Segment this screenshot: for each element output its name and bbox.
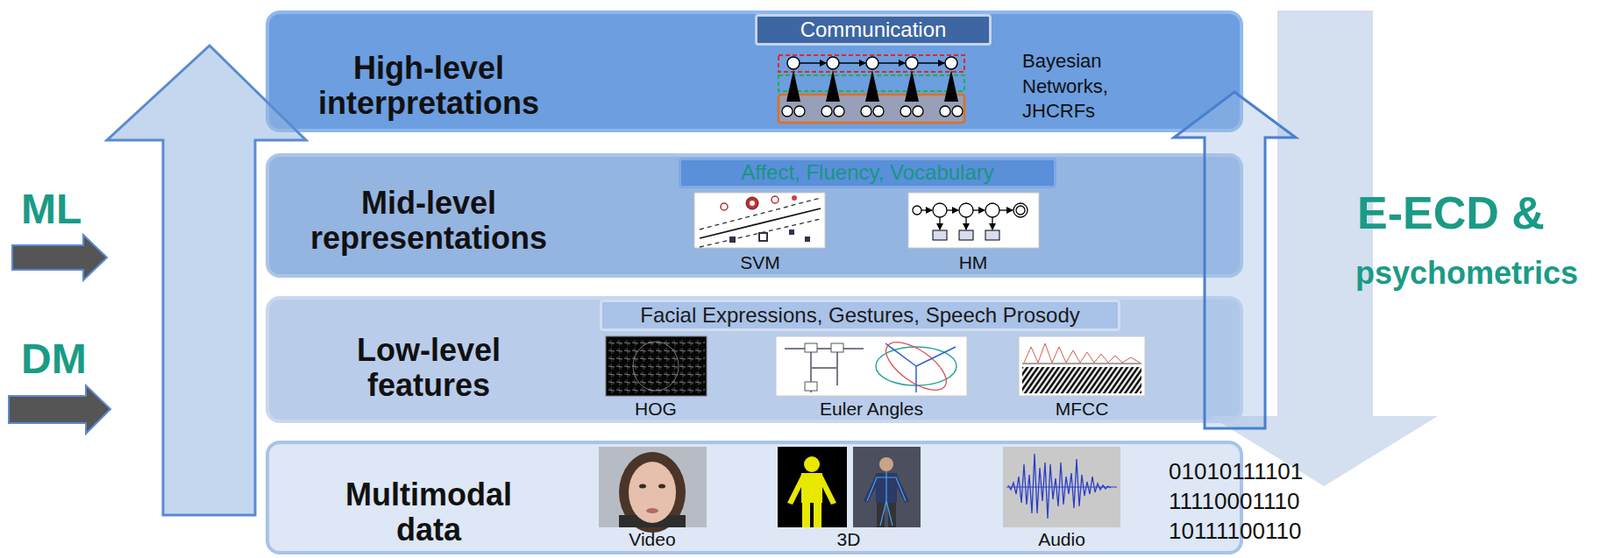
framework-label: psychometrics [1355,255,1579,292]
layer-tab: Communication [754,14,992,46]
layer-topic: Affect, Fluency, Vocabulary [740,161,995,185]
method-label: ML [21,184,82,234]
figure-caption: SVM [681,252,840,274]
layer-title: Low-level features [297,333,561,405]
hidden-model-figure [908,192,1039,249]
layer-title: Multimodal data [327,477,530,549]
mfcc-figure [1018,336,1145,397]
hog-figure [605,336,707,397]
layer-title: High-level interpretations [297,50,561,122]
euler-angles-figure [775,333,968,399]
figure-caption: 3D [769,529,928,551]
figure-caption: Audio [982,529,1141,551]
audio-figure [1002,447,1121,528]
figure-caption: Euler Angles [792,398,951,420]
figure-caption: HOG [576,398,735,420]
layer-tab: Affect, Fluency, Vocabulary [678,157,1057,189]
framework-label: E-ECD & [1357,187,1545,241]
evidence-arrow [1173,92,1296,429]
binary-data: 10111100110 [1168,519,1302,546]
binary-data: 11110001110 [1168,489,1300,516]
dm-arrow [8,385,111,434]
bayesian-network-figure [778,55,965,123]
ml-dm-arrow [106,45,306,516]
video-figure [598,447,707,534]
model-label: Bayesian Networks, JHCRFs [1022,49,1126,125]
ml-arrow [12,234,107,281]
layer-topic: Communication [800,18,947,42]
layer-title: Mid-level representations [297,185,561,257]
depth-figure [777,447,921,528]
binary-data: 01010111101 [1168,459,1303,486]
method-label: DM [21,334,87,384]
svm-figure [694,192,825,249]
layer-topic: Facial Expressions, Gestures, Speech Pro… [640,304,1081,328]
figure-caption: Video [573,529,732,551]
layer-tab: Facial Expressions, Gestures, Speech Pro… [599,299,1121,332]
figure-caption: HM [894,252,1053,274]
figure-caption: MFCC [1002,398,1161,420]
